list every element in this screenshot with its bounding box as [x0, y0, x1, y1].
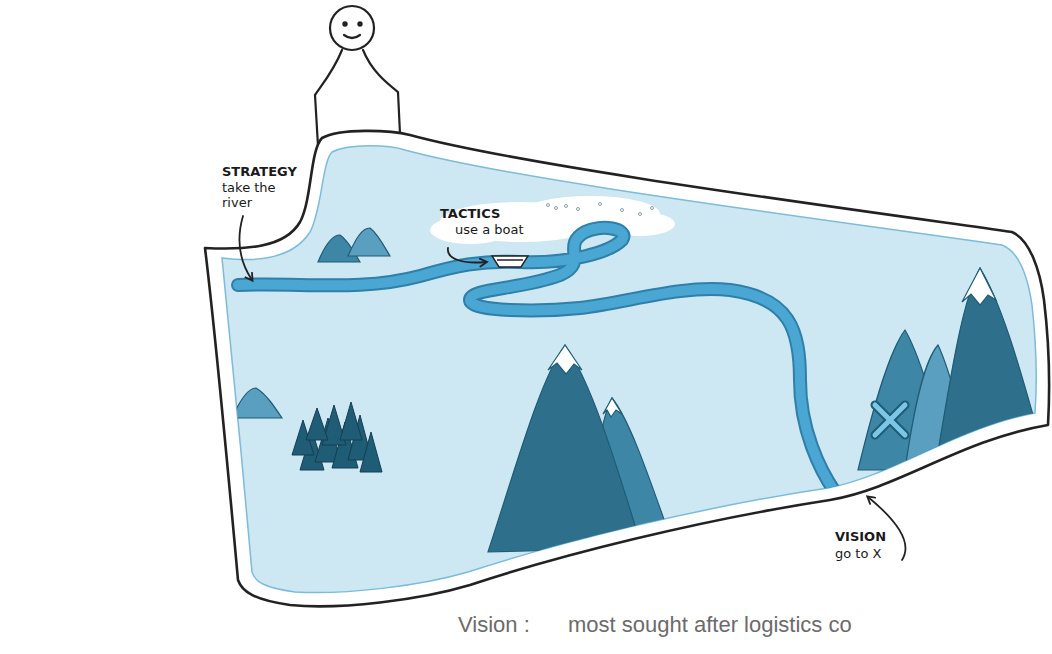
tactics-note: use a boat: [455, 223, 524, 238]
map-area: [222, 146, 1036, 593]
vision-note: go to X: [835, 547, 881, 562]
strategy-heading: STRATEGY: [222, 165, 297, 180]
map-sheet: [205, 131, 1049, 606]
cloud: [430, 196, 675, 244]
caption-key: Vision :: [458, 612, 530, 637]
strategy-note: take the river: [222, 181, 292, 211]
forest: [292, 402, 382, 472]
x-mark: [875, 405, 905, 435]
boat: [492, 256, 528, 267]
caption-value: most sought after logistics co: [568, 612, 852, 637]
hills: [232, 228, 390, 418]
cloud-dots: [547, 203, 654, 216]
tactics-heading: TACTICS: [440, 207, 500, 222]
mountains: [488, 268, 1040, 552]
stick-figure: [315, 6, 400, 146]
leader-arrows: [240, 216, 906, 560]
vision-heading: VISION: [835, 530, 886, 545]
